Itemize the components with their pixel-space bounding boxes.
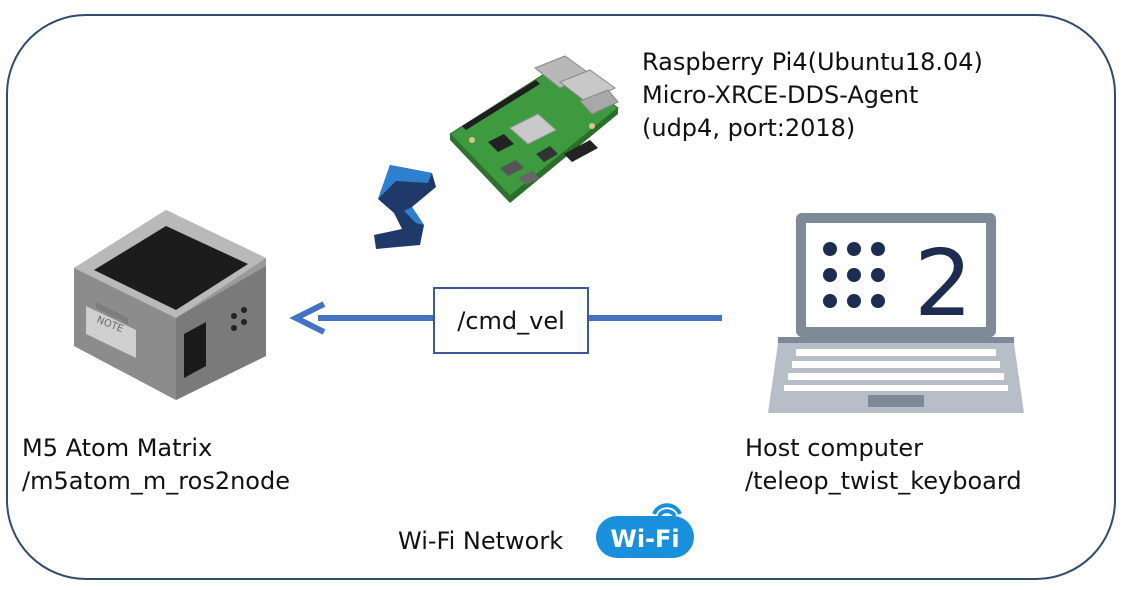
- atom-node-name: /m5atom_m_ros2node: [22, 467, 290, 495]
- wifi-logo-text: Wi-Fi: [610, 525, 679, 553]
- network-boundary-frame: [6, 14, 1116, 580]
- atom-caption: M5 Atom Matrix /m5atom_m_ros2node: [22, 432, 290, 498]
- raspberry-pi-caption: Raspberry Pi4(Ubuntu18.04) Micro-XRCE-DD…: [642, 46, 983, 145]
- host-caption: Host computer /teleop_twist_keyboard: [745, 432, 1022, 498]
- host-title: Host computer: [745, 434, 924, 462]
- screen-digit: 2: [914, 230, 973, 337]
- agent-port-label: (udp4, port:2018): [642, 114, 856, 142]
- dds-agent-label: Micro-XRCE-DDS-Agent: [642, 81, 919, 109]
- topic-cmd-vel-box: /cmd_vel: [433, 287, 589, 354]
- micro-xrce-dds-logo-icon: [374, 165, 436, 249]
- raspberry-pi-title: Raspberry Pi4(Ubuntu18.04): [642, 48, 983, 76]
- wifi-network-label: Wi-Fi Network: [398, 527, 564, 555]
- topic-label: /cmd_vel: [457, 306, 565, 335]
- raspberry-pi-board-icon: [449, 55, 619, 203]
- wifi-logo-icon: Wi-Fi: [596, 503, 694, 558]
- host-node-name: /teleop_twist_keyboard: [745, 467, 1022, 495]
- atom-title: M5 Atom Matrix: [22, 434, 213, 462]
- laptop-icon: 2: [768, 213, 1024, 413]
- m5-atom-matrix-device-icon: NOTE: [74, 210, 266, 400]
